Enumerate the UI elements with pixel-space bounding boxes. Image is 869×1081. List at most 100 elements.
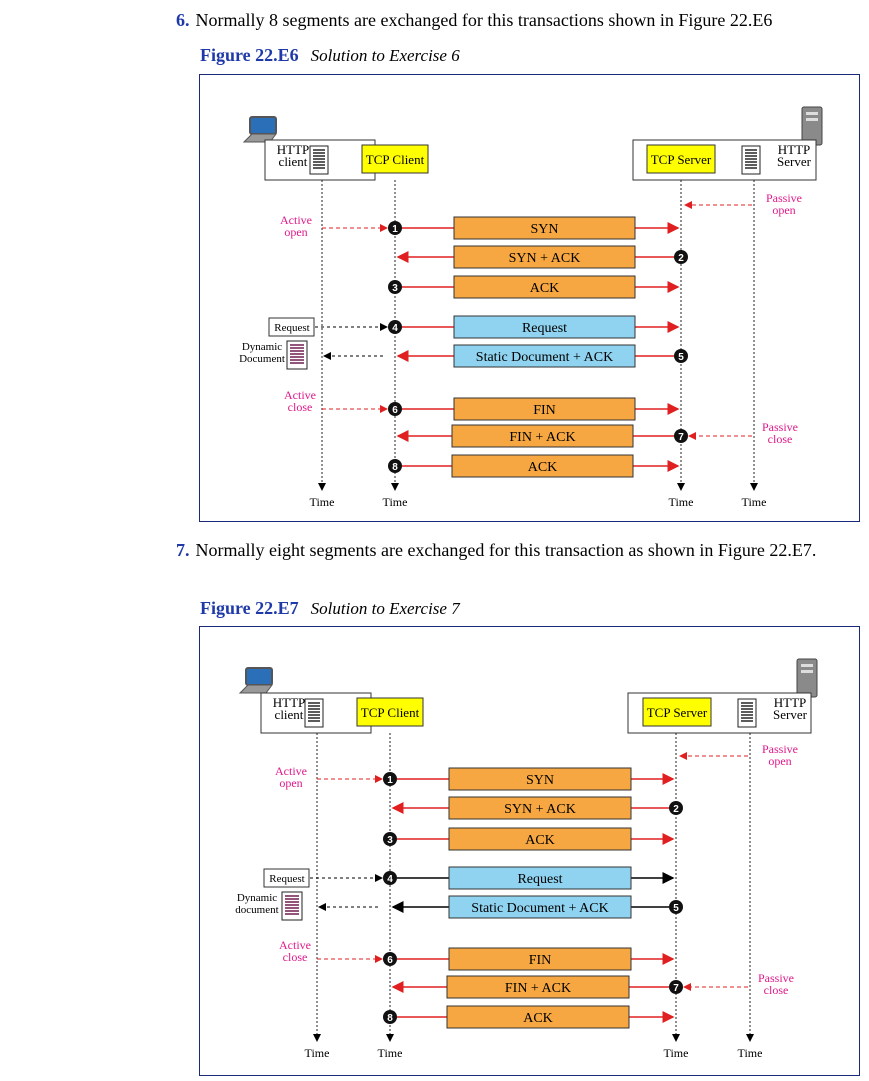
- client-doc-icon: [304, 698, 324, 728]
- segment-2-box: [448, 796, 632, 820]
- tcp-client-box: [356, 697, 424, 727]
- segment-5-box: [448, 895, 632, 919]
- segment-6-label: FIN: [533, 403, 556, 418]
- exercise-7-body: Normally eight segments are exchanged fo…: [195, 540, 817, 560]
- segment-3-badge-number: 3: [387, 835, 393, 846]
- tcp-client-box: [361, 144, 429, 174]
- active-open-label-line-1: Active: [280, 213, 312, 227]
- segment-4-label: Request: [517, 872, 562, 887]
- exercise-6-body: Normally 8 segments are exchanged for th…: [195, 10, 773, 30]
- segment-5-badge-circle: [669, 900, 683, 914]
- segment-4-badge-number: 4: [392, 323, 398, 334]
- http-client-label-line-2: client: [279, 154, 308, 169]
- segment-4-badge-number: 4: [387, 874, 393, 885]
- segment-3-badge-number: 3: [392, 283, 398, 294]
- segment-5-box: [453, 344, 636, 368]
- passive-open-label-line-2: open: [768, 754, 791, 768]
- segment-1-label: SYN: [530, 222, 558, 237]
- tcp-client-label: TCP Client: [361, 705, 420, 720]
- segment-3-label: ACK: [525, 833, 555, 848]
- segment-7-label: FIN + ACK: [505, 981, 571, 996]
- server-slot-icon: [801, 664, 813, 667]
- segment-2-badge-circle: [669, 801, 683, 815]
- active-close-label-line-2: close: [283, 950, 308, 964]
- figure-7-title: Solution to Exercise 7: [310, 599, 460, 618]
- passive-open-label-line-1: Passive: [766, 191, 802, 205]
- segment-8-badge-number: 8: [392, 462, 398, 473]
- segment-4-box: [453, 315, 636, 339]
- figure-7-label: Figure 22.E7: [200, 598, 299, 618]
- exercise-7-number: 7.: [176, 540, 190, 560]
- passive-close-label-line-1: Passive: [762, 420, 798, 434]
- time-label-1: Time: [310, 495, 335, 509]
- segment-8-badge-circle: [383, 1010, 397, 1024]
- segment-8-label: ACK: [523, 1011, 553, 1026]
- segment-7-badge-circle: [674, 429, 688, 443]
- client-doc-icon: [309, 145, 329, 175]
- laptop-base-icon: [238, 684, 273, 694]
- tcp-server-box: [646, 144, 716, 174]
- active-close-label-line-2: close: [288, 400, 313, 414]
- segment-5-label: Static Document + ACK: [476, 350, 613, 365]
- laptop-icon: [245, 667, 273, 686]
- segment-6-label: FIN: [529, 953, 552, 968]
- tcp-server-label: TCP Server: [651, 152, 712, 167]
- http-client-label-line-2: client: [275, 707, 304, 722]
- segment-1-box: [448, 767, 632, 791]
- http-server-label-line-2: Server: [773, 707, 808, 722]
- http-client-label-line-1: HTTP: [277, 142, 310, 157]
- segment-7-box: [446, 975, 630, 999]
- time-label-2: Time: [378, 1046, 403, 1060]
- segment-1-badge-number: 1: [392, 224, 398, 235]
- segment-2-box: [453, 245, 636, 269]
- passive-open-label-line-1: Passive: [762, 742, 798, 756]
- segment-6-box: [448, 947, 632, 971]
- http-server-label-line-2: Server: [777, 154, 812, 169]
- dynamic-doc-icon: [286, 340, 308, 370]
- segment-2-badge-circle: [674, 250, 688, 264]
- segment-3-badge-circle: [388, 280, 402, 294]
- request-box: [263, 868, 310, 888]
- http-server-label-line-1: HTTP: [774, 695, 807, 710]
- segment-7-label: FIN + ACK: [509, 430, 575, 445]
- server-doc-icon: [737, 698, 757, 728]
- active-close-label-line-1: Active: [279, 938, 311, 952]
- http-server-label-line-1: HTTP: [778, 142, 811, 157]
- segment-5-badge-number: 5: [678, 352, 684, 363]
- dynamic-doc-label-line-2: document: [235, 904, 278, 916]
- segment-2-label: SYN + ACK: [509, 251, 581, 266]
- segment-8-badge-circle: [388, 459, 402, 473]
- segment-1-badge-circle: [388, 221, 402, 235]
- segment-7-badge-number: 7: [673, 983, 679, 994]
- segment-2-label: SYN + ACK: [504, 802, 576, 817]
- segment-7-badge-number: 7: [678, 432, 684, 443]
- tcp-server-label: TCP Server: [647, 705, 708, 720]
- segment-5-label: Static Document + ACK: [471, 901, 608, 916]
- time-label-1: Time: [305, 1046, 330, 1060]
- segment-1-badge-number: 1: [387, 775, 393, 786]
- segment-5-badge-circle: [674, 349, 688, 363]
- segment-3-label: ACK: [530, 281, 560, 296]
- segment-2-badge-number: 2: [678, 253, 684, 264]
- segment-8-badge-number: 8: [387, 1013, 393, 1024]
- figure-6-caption: Figure 22.E6 Solution to Exercise 6: [200, 45, 460, 66]
- segment-1-badge-circle: [383, 772, 397, 786]
- segment-3-box: [453, 275, 636, 299]
- time-label-2: Time: [383, 495, 408, 509]
- segment-6-badge-circle: [388, 402, 402, 416]
- figure-6-label: Figure 22.E6: [200, 45, 299, 65]
- segment-8-label: ACK: [528, 460, 558, 475]
- http-client-label-line-1: HTTP: [273, 695, 306, 710]
- segment-7-box: [451, 424, 634, 448]
- segment-6-badge-number: 6: [387, 955, 393, 966]
- segment-1-box: [453, 216, 636, 240]
- tcp-server-box: [642, 697, 712, 727]
- dynamic-doc-label-line-1: Dynamic: [242, 341, 282, 353]
- segment-7-badge-circle: [669, 980, 683, 994]
- segment-4-badge-circle: [383, 871, 397, 885]
- exercise-6-number: 6.: [176, 10, 190, 30]
- figure-6-title: Solution to Exercise 6: [310, 46, 460, 65]
- time-label-4: Time: [742, 495, 767, 509]
